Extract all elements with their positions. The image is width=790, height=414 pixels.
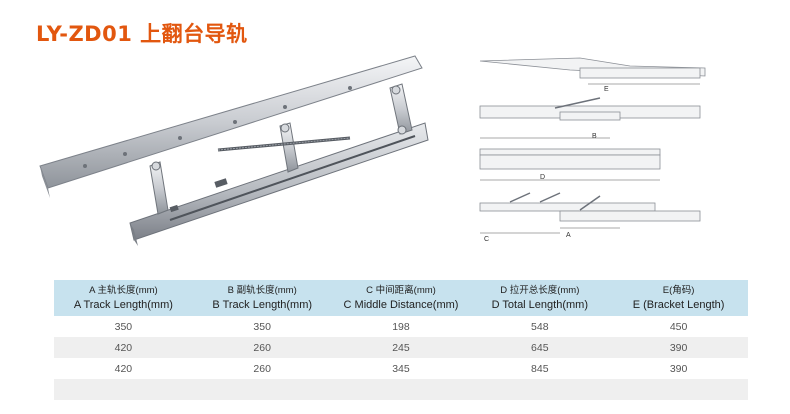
table-cell: 350 — [54, 316, 193, 337]
table-cell — [609, 379, 748, 400]
table-cell — [54, 379, 193, 400]
lower-track — [129, 122, 429, 246]
table-row: 420 260 345 845 390 — [54, 358, 748, 379]
column-header-b: B 副轨长度(mm)B Track Length(mm) — [192, 280, 332, 316]
table-cell: 450 — [609, 316, 748, 337]
dimension-label-a: A — [566, 232, 571, 239]
table-header-row: A 主轨长度(mm)A Track Length(mm) B 副轨长度(mm)B… — [54, 280, 748, 316]
table-cell: 260 — [192, 337, 332, 358]
table-cell: 845 — [470, 358, 610, 379]
top-bracket-plate — [39, 55, 423, 198]
hinge-arms — [149, 83, 413, 215]
column-header-d: D 拉开总长度(mm)D Total Length(mm) — [470, 280, 610, 316]
dimension-label-b: B — [592, 133, 597, 140]
table-cell: 350 — [192, 316, 332, 337]
table-row: 350 350 198 548 450 — [54, 316, 748, 337]
gas-spring — [217, 136, 351, 152]
table-cell: 390 — [609, 358, 748, 379]
table-cell: 420 — [54, 337, 193, 358]
dimension-label-e: E — [604, 86, 609, 93]
table-cell: 198 — [331, 316, 471, 337]
table-cell: 260 — [192, 358, 332, 379]
table-row — [54, 379, 748, 400]
dimension-label-c: C — [484, 236, 490, 243]
page-title: LY-ZD01 上翻台导轨 — [36, 22, 248, 46]
column-header-e: E(角码)E (Bracket Length) — [609, 280, 748, 316]
table-cell — [192, 379, 332, 400]
column-header-a: A 主轨长度(mm)A Track Length(mm) — [54, 280, 193, 316]
table-cell: 345 — [331, 358, 471, 379]
table-cell: 390 — [609, 337, 748, 358]
table-cell: 645 — [470, 337, 610, 358]
technical-drawings — [479, 57, 706, 234]
table-cell: 420 — [54, 358, 193, 379]
table-cell: 548 — [470, 316, 610, 337]
product-illustration — [39, 55, 429, 246]
dimension-label-d: D — [540, 174, 546, 181]
column-header-c: C 中间距离(mm)C Middle Distance(mm) — [331, 280, 471, 316]
table-cell — [470, 379, 610, 400]
table-row: 420 260 245 645 390 — [54, 337, 748, 358]
spec-table: A 主轨长度(mm)A Track Length(mm) B 副轨长度(mm)B… — [54, 280, 748, 400]
table-cell — [331, 379, 471, 400]
table-cell: 245 — [331, 337, 471, 358]
